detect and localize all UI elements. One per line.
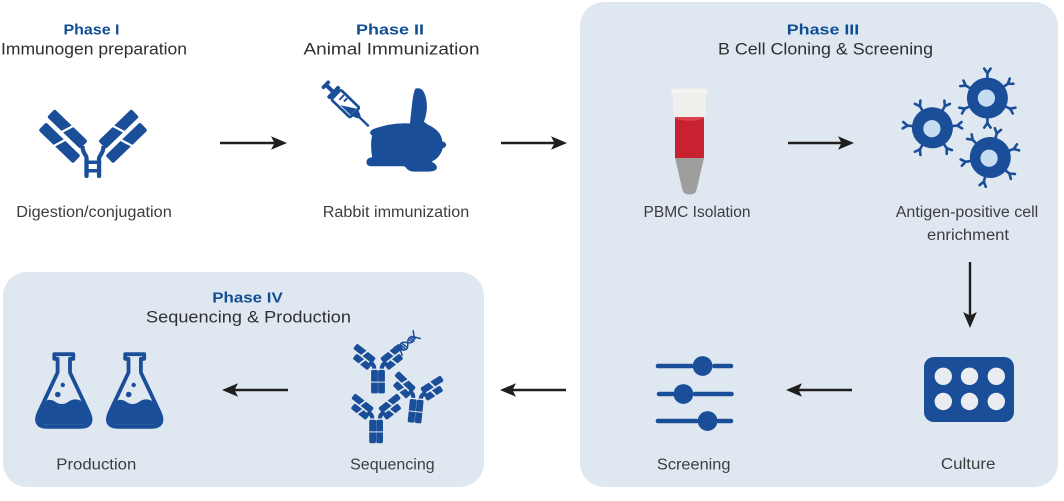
svg-text:enrichment: enrichment — [927, 227, 1010, 244]
svg-text:Digestion/conjugation: Digestion/conjugation — [16, 204, 172, 221]
svg-text:PBMC Isolation: PBMC Isolation — [644, 204, 751, 221]
svg-text:Antigen-positive cell: Antigen-positive cell — [896, 204, 1039, 221]
svg-text:B Cell Cloning & Screening: B Cell Cloning & Screening — [718, 41, 933, 59]
svg-text:Immunogen preparation: Immunogen preparation — [1, 41, 187, 59]
svg-text:Culture: Culture — [941, 456, 996, 473]
svg-text:Phase II: Phase II — [356, 21, 424, 38]
svg-text:Screening: Screening — [657, 456, 731, 473]
svg-text:Sequencing: Sequencing — [350, 456, 435, 473]
svg-text:Rabbit immunization: Rabbit immunization — [323, 204, 470, 221]
svg-text:Phase I: Phase I — [64, 21, 120, 38]
svg-text:Phase III: Phase III — [787, 21, 860, 38]
svg-text:Phase IV: Phase IV — [212, 289, 283, 306]
svg-text:Production: Production — [56, 456, 136, 473]
svg-text:Sequencing & Production: Sequencing & Production — [146, 309, 351, 327]
svg-text:Animal Immunization: Animal Immunization — [304, 41, 480, 59]
